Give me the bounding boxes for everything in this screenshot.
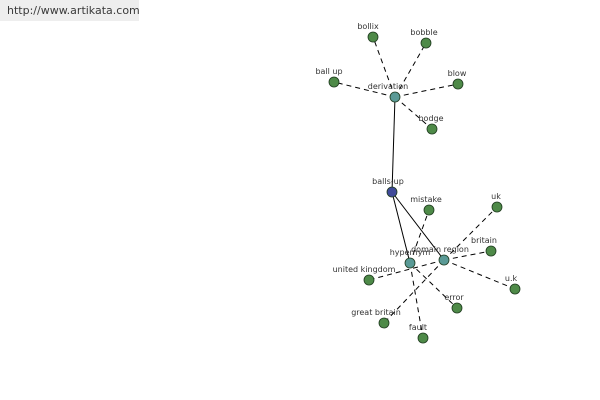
node-uk[interactable] — [491, 201, 503, 213]
node-error[interactable] — [451, 302, 463, 314]
edge-domain-region-to-britain — [443, 250, 492, 261]
node-label-balls-up[interactable]: balls-up — [372, 177, 404, 186]
edge-hypernym-to-fault — [409, 262, 424, 339]
node-label-fault[interactable]: fault — [409, 323, 427, 332]
node-blow[interactable] — [452, 78, 464, 90]
node-bodge[interactable] — [426, 123, 438, 135]
node-label-uk[interactable]: uk — [491, 192, 501, 201]
node-fault[interactable] — [417, 332, 429, 344]
node-label-blow[interactable]: blow — [448, 69, 467, 78]
source-link[interactable]: http://www.artikata.com — [0, 0, 140, 21]
node-united-kingdom[interactable] — [363, 274, 375, 286]
node-ball-up[interactable] — [328, 76, 340, 88]
edges-layer — [333, 36, 516, 339]
node-bollix[interactable] — [367, 31, 379, 43]
node-balls-up[interactable] — [386, 186, 398, 198]
edge-derivation-to-bodge — [394, 96, 433, 130]
node-label-domain-region[interactable]: domain region — [411, 245, 469, 254]
edge-domain-region-to-u-k — [443, 259, 516, 290]
node-great-britain[interactable] — [378, 317, 390, 329]
node-hypernym[interactable] — [404, 257, 416, 269]
edge-hypernym-to-error — [409, 262, 458, 309]
node-derivation[interactable] — [389, 91, 401, 103]
edge-derivation-to-ball-up — [333, 81, 396, 98]
node-label-bollix[interactable]: bollix — [357, 22, 379, 31]
edge-domain-region-to-uk — [443, 206, 498, 261]
edge-hypernym-to-mistake — [409, 209, 430, 264]
node-britain[interactable] — [485, 245, 497, 257]
node-label-hypernym[interactable]: hypernym — [390, 248, 431, 257]
node-label-bodge[interactable]: bodge — [418, 114, 443, 123]
node-mistake[interactable] — [423, 204, 435, 216]
edge-derivation-to-bobble — [394, 42, 427, 98]
node-label-derivation[interactable]: derivation — [368, 82, 408, 91]
node-label-u-k[interactable]: u.k — [505, 274, 518, 283]
nodes-layer — [328, 31, 521, 344]
edge-balls-up-to-hypernym — [391, 191, 411, 264]
node-label-mistake[interactable]: mistake — [410, 195, 442, 204]
node-domain-region[interactable] — [438, 254, 450, 266]
edge-derivation-to-blow — [394, 83, 459, 98]
edge-domain-region-to-united-kingdom — [368, 259, 445, 281]
edge-balls-up-to-domain-region — [391, 191, 445, 261]
node-label-great-britain[interactable]: great britain — [351, 308, 401, 317]
edge-balls-up-to-derivation — [391, 96, 396, 193]
node-label-britain[interactable]: britain — [471, 236, 497, 245]
node-label-ball-up[interactable]: ball up — [315, 67, 342, 76]
node-bobble[interactable] — [420, 37, 432, 49]
edge-derivation-to-bollix — [372, 36, 396, 98]
node-label-error[interactable]: error — [444, 293, 464, 302]
node-u-k[interactable] — [509, 283, 521, 295]
node-label-bobble[interactable]: bobble — [410, 28, 437, 37]
node-label-united-kingdom[interactable]: united kingdom — [333, 265, 396, 274]
edge-domain-region-to-great-britain — [383, 259, 445, 324]
